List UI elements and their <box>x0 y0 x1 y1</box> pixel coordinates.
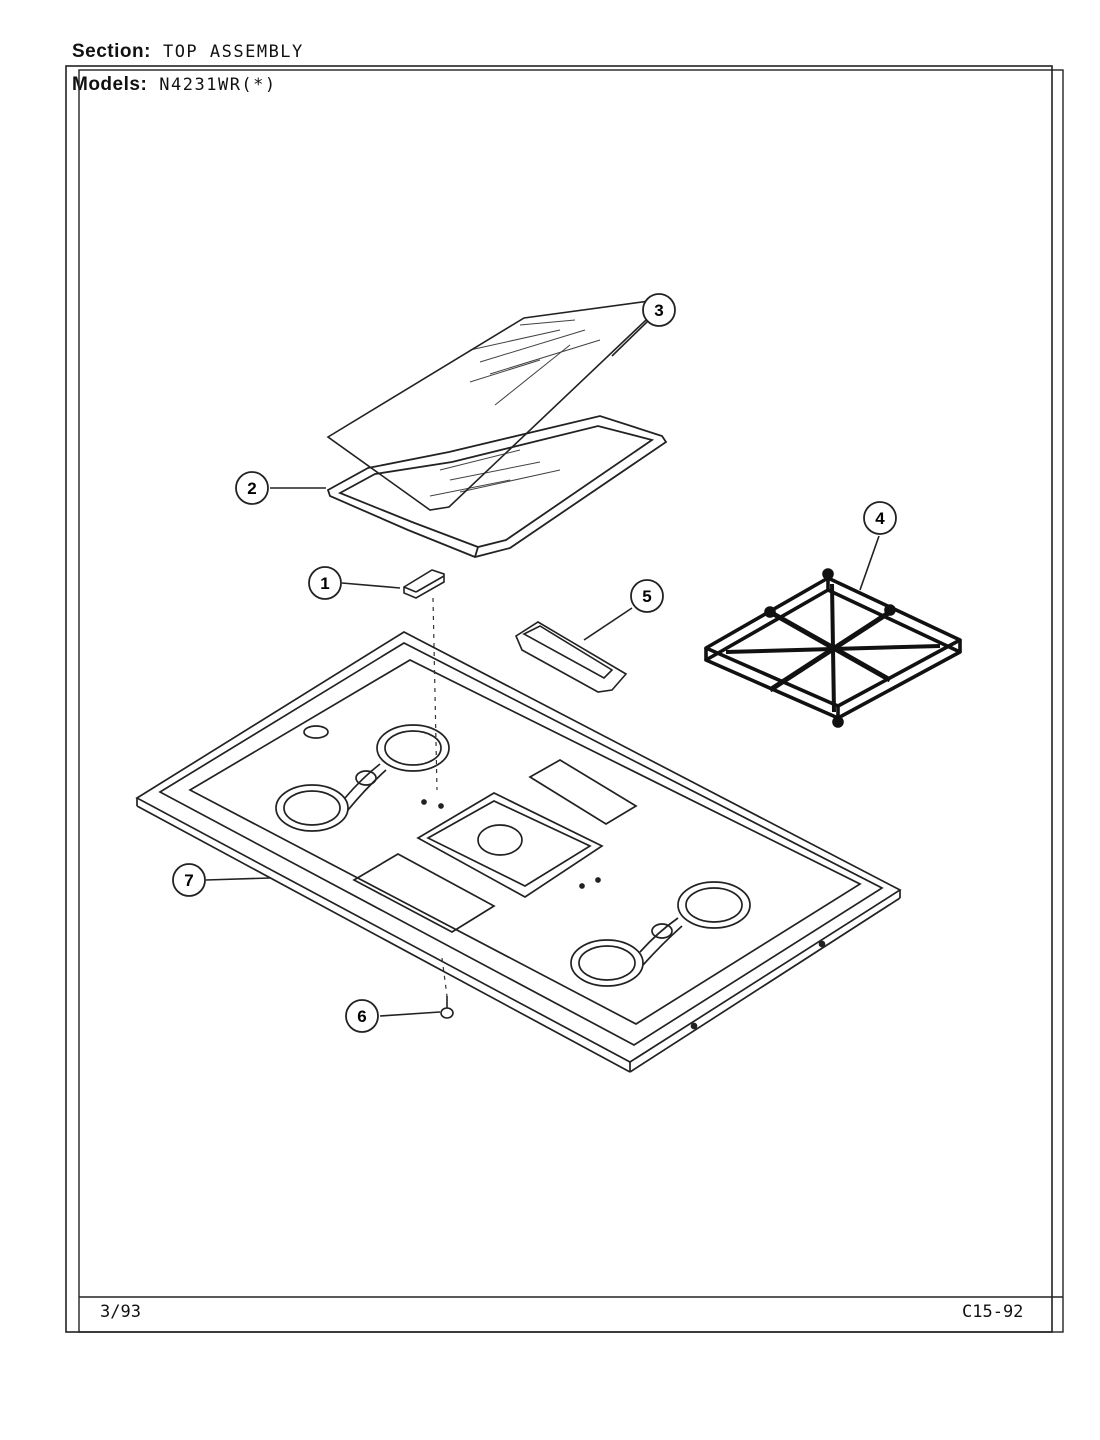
callout-2-label: 2 <box>247 479 256 498</box>
burner-grate <box>704 568 962 728</box>
callout-1-label: 1 <box>320 574 329 593</box>
screw <box>440 996 454 1019</box>
callout-5: 5 <box>630 579 664 613</box>
callout-4: 4 <box>863 501 897 535</box>
models-value: N4231WR(*) <box>159 75 277 95</box>
page-border <box>65 65 1053 1333</box>
callout-3: 3 <box>642 293 676 327</box>
section-value: TOP ASSEMBLY <box>162 42 304 62</box>
callout-1: 1 <box>308 566 342 600</box>
callout-7: 7 <box>172 863 206 897</box>
revision-date: 3/93 <box>100 1302 141 1322</box>
leader-lines <box>205 319 880 1017</box>
bracket <box>403 569 445 599</box>
callout-5-label: 5 <box>642 587 651 606</box>
section-label: Section: <box>72 41 151 62</box>
tray <box>514 621 628 693</box>
callout-4-label: 4 <box>875 509 885 528</box>
models-header: Models: N4231WR(*) <box>72 74 277 96</box>
models-label: Models: <box>72 74 148 95</box>
callout-2: 2 <box>235 471 269 505</box>
griddle-base <box>326 415 668 558</box>
alignment-lines <box>432 597 448 997</box>
callout-3-label: 3 <box>654 301 663 320</box>
cooktop-top <box>135 631 902 1073</box>
diagram-code: C15-92 <box>962 1302 1024 1322</box>
inner-border <box>78 69 1064 1333</box>
callout-6-label: 6 <box>357 1007 366 1026</box>
callout-6: 6 <box>345 999 379 1033</box>
callout-7-label: 7 <box>184 871 193 890</box>
section-header: Section: TOP ASSEMBLY <box>72 41 304 63</box>
griddle-cover <box>326 298 666 511</box>
